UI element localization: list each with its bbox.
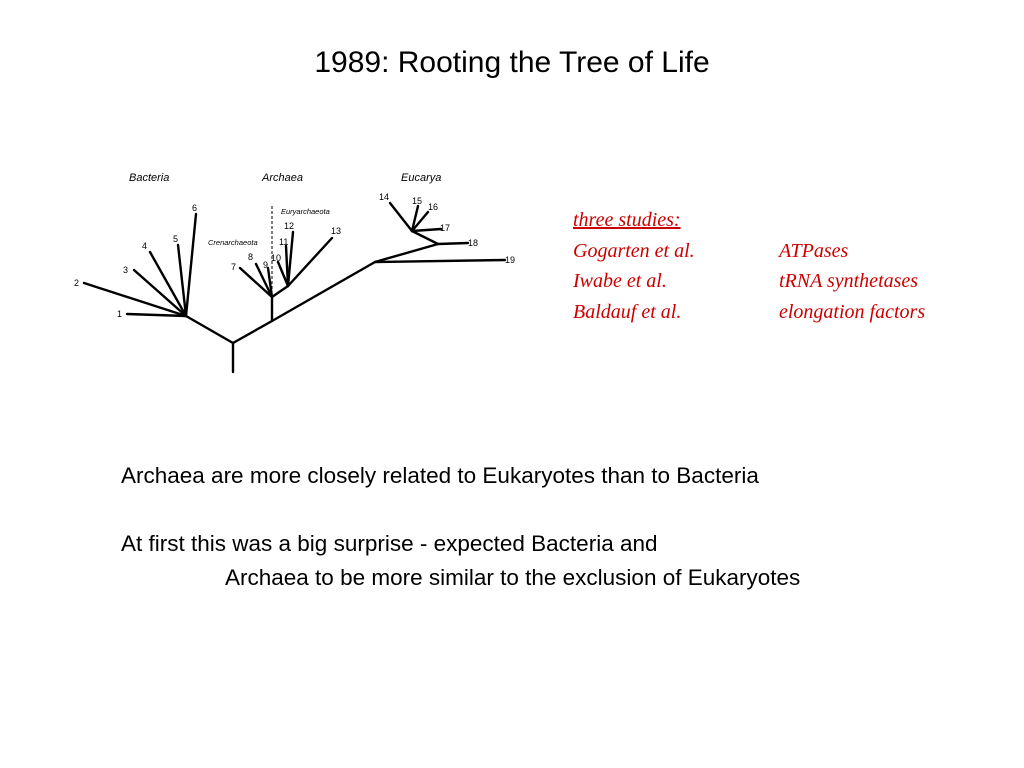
leaf-label-2: 2 bbox=[74, 278, 79, 288]
study-row: Gogarten et al. ATPases bbox=[573, 236, 925, 267]
study-author: Baldauf et al. bbox=[573, 300, 682, 323]
branch-leaf-9 bbox=[266, 266, 274, 299]
clade-label-eucarya: Eucarya bbox=[401, 172, 441, 184]
branch-leaf-1 bbox=[125, 312, 188, 318]
subclade-label-euryarchaeota: Euryarchaeota bbox=[281, 207, 330, 216]
slide-title: 1989: Rooting the Tree of Life bbox=[314, 46, 710, 79]
study-molecule: elongation factors bbox=[779, 300, 926, 323]
leaf-label-16: 16 bbox=[428, 202, 438, 212]
leaf-label-6: 6 bbox=[192, 203, 197, 213]
statement-surprise-line1: At first this was a big surprise - expec… bbox=[121, 531, 658, 556]
phylogenetic-tree: Bacteria Archaea Eucarya Euryarchaeota C… bbox=[74, 172, 515, 374]
leaf-label-13: 13 bbox=[331, 226, 341, 236]
branch-eucarya bbox=[270, 260, 377, 323]
branch-leaf-15 bbox=[410, 204, 420, 233]
branch-leaf-4 bbox=[148, 250, 188, 318]
base-branch-archaea-eucarya bbox=[231, 319, 274, 345]
branch-eucarya-core bbox=[373, 242, 440, 264]
study-row: Baldauf et al. elongation factors bbox=[573, 297, 925, 328]
branch-leaf-10 bbox=[276, 260, 290, 288]
branch-euryarchaeota bbox=[270, 284, 290, 299]
branch-leaf-13 bbox=[286, 236, 334, 288]
leaf-label-5: 5 bbox=[173, 234, 178, 244]
studies-list: three studies: Gogarten et al. ATPases I… bbox=[573, 205, 925, 327]
leaf-label-7: 7 bbox=[231, 262, 236, 272]
branch-leaf-6 bbox=[184, 212, 198, 318]
leaf-label-3: 3 bbox=[123, 265, 128, 275]
leaf-label-19: 19 bbox=[505, 255, 515, 265]
study-author: Iwabe et al. bbox=[573, 270, 667, 292]
subclade-label-crenarchaeota: Crenarchaeota bbox=[208, 238, 258, 247]
branch-leaf-17 bbox=[410, 227, 443, 233]
clade-label-archaea: Archaea bbox=[261, 172, 303, 184]
leaf-label-12: 12 bbox=[284, 221, 294, 231]
branch-leaf-3 bbox=[132, 268, 188, 318]
leaf-label-4: 4 bbox=[142, 241, 147, 251]
branch-leaf-18 bbox=[436, 241, 470, 246]
leaf-label-9: 9 bbox=[263, 260, 268, 270]
leaf-label-1: 1 bbox=[117, 309, 122, 319]
statement-surprise-line2: Archaea to be more similar to the exclus… bbox=[225, 565, 801, 590]
branch-leaf-5 bbox=[176, 243, 188, 318]
leaf-label-15: 15 bbox=[412, 196, 422, 206]
leaf-label-17: 17 bbox=[440, 223, 450, 233]
leaf-label-11: 11 bbox=[279, 237, 288, 247]
branch-leaf-8 bbox=[254, 262, 274, 299]
leaf-label-8: 8 bbox=[248, 252, 253, 262]
branch-leaf-12 bbox=[286, 230, 295, 288]
base-branch-bacteria bbox=[184, 314, 235, 345]
leaf-label-10: 10 bbox=[271, 253, 281, 263]
leaf-label-14: 14 bbox=[379, 192, 389, 202]
tree-branches bbox=[82, 201, 507, 374]
studies-heading: three studies: bbox=[573, 209, 681, 231]
branch-leaf-14 bbox=[388, 201, 414, 233]
branch-leaf-19 bbox=[373, 258, 507, 264]
study-row: Iwabe et al. tRNA synthetases bbox=[573, 266, 925, 297]
clade-label-bacteria: Bacteria bbox=[129, 172, 169, 184]
branch-leaf-2 bbox=[82, 281, 188, 318]
leaf-label-18: 18 bbox=[468, 238, 478, 248]
branch-eucarya-crown bbox=[410, 229, 440, 246]
statement-closer-relationship: Archaea are more closely related to Euka… bbox=[121, 463, 759, 488]
study-molecule: ATPases bbox=[779, 239, 849, 262]
study-molecule: tRNA synthetases bbox=[779, 270, 919, 292]
study-author: Gogarten et al. bbox=[573, 239, 695, 262]
branch-leaf-16 bbox=[410, 210, 430, 233]
branch-leaf-7 bbox=[238, 266, 274, 299]
